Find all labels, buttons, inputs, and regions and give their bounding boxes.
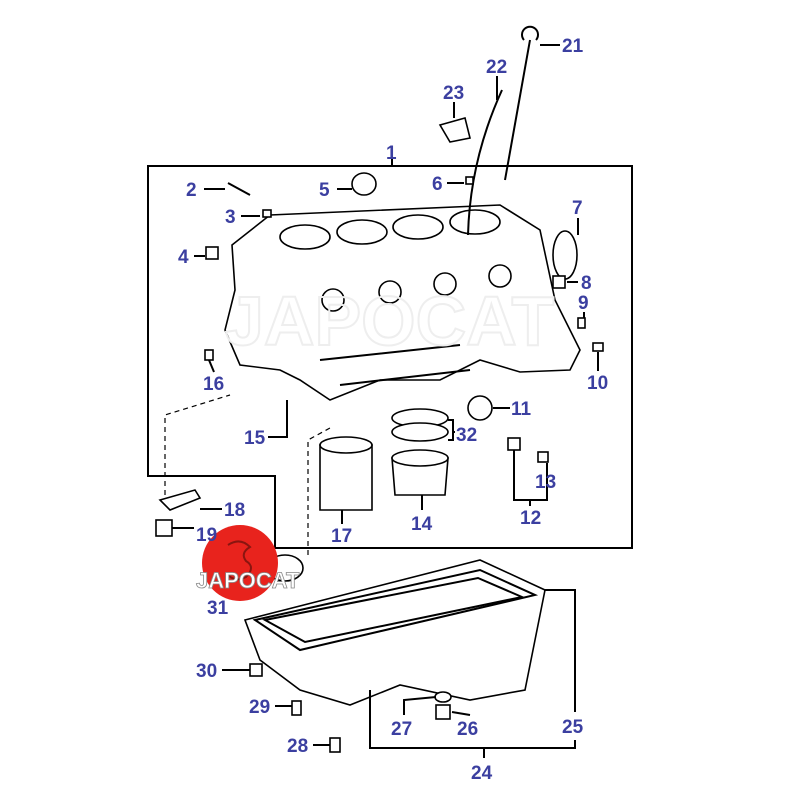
label-18: 18 (224, 500, 245, 521)
drain-plug-26 (435, 704, 451, 720)
label-14: 14 (411, 514, 433, 535)
label-25: 25 (562, 717, 584, 738)
dipstick-tube-22 (467, 89, 503, 236)
bracket-18 (158, 489, 202, 511)
plug-7 (552, 230, 578, 280)
pin-9 (577, 317, 586, 329)
label-23: 23 (443, 83, 464, 104)
label-9: 9 (578, 293, 589, 314)
plug-4 (205, 246, 219, 260)
logo-text: JAPOCAT (196, 568, 300, 593)
logo-emblem (225, 540, 252, 581)
label-15: 15 (244, 428, 266, 449)
bolt-28 (329, 737, 341, 753)
label-26: 26 (457, 719, 478, 740)
plug-19 (155, 519, 173, 537)
label-17: 17 (331, 526, 352, 547)
label-3: 3 (225, 207, 236, 228)
label-30: 30 (196, 661, 217, 682)
plug-6 (465, 176, 474, 185)
bolt-29 (291, 700, 302, 716)
label-2: 2 (186, 180, 197, 201)
oil-seal-11 (467, 395, 493, 421)
label-7: 7 (572, 198, 583, 219)
label-21: 21 (562, 36, 584, 57)
oil-pan (243, 559, 546, 706)
label-12: 12 (520, 508, 541, 529)
piston-top (391, 449, 449, 467)
label-32: 32 (456, 425, 477, 446)
plug-12 (507, 437, 521, 451)
label-6: 6 (432, 174, 443, 195)
label-10: 10 (587, 373, 608, 394)
label-1: 1 (386, 143, 397, 164)
piston-ring (391, 422, 449, 442)
washer-27 (434, 691, 452, 703)
watermark: JAPOCAT (225, 282, 554, 360)
guide-line (164, 394, 231, 495)
group-frame-1 (147, 165, 633, 549)
label-22: 22 (486, 57, 507, 78)
pin-16 (204, 349, 214, 361)
label-31: 31 (207, 598, 229, 619)
cylinder-liner-17 (319, 444, 373, 511)
label-5: 5 (319, 180, 330, 201)
label-13: 13 (535, 472, 556, 493)
pin-10 (592, 342, 604, 352)
label-24: 24 (471, 763, 493, 784)
label-28: 28 (287, 736, 308, 757)
label-29: 29 (249, 697, 270, 718)
engine-block (224, 204, 581, 401)
plug-8 (552, 275, 566, 289)
stud-2 (227, 182, 251, 196)
nut-30 (249, 663, 263, 677)
label-27: 27 (391, 719, 412, 740)
guide-line (307, 427, 331, 555)
label-16: 16 (203, 374, 224, 395)
label-11: 11 (511, 399, 532, 420)
label-4: 4 (178, 247, 189, 268)
plug-5 (351, 172, 377, 196)
clamp-23 (438, 117, 471, 143)
callout-labels: 21 22 23 1 2 5 6 7 3 4 8 9 16 10 11 15 3… (178, 36, 608, 784)
label-19: 19 (196, 525, 217, 546)
plug-13 (537, 451, 549, 463)
logo-circle (202, 525, 278, 601)
plug-3 (262, 209, 272, 218)
leader-lines (172, 44, 599, 758)
liner-top (319, 436, 373, 454)
dipstick-21 (504, 25, 539, 181)
label-8: 8 (581, 273, 592, 294)
japocat-logo (202, 525, 278, 601)
